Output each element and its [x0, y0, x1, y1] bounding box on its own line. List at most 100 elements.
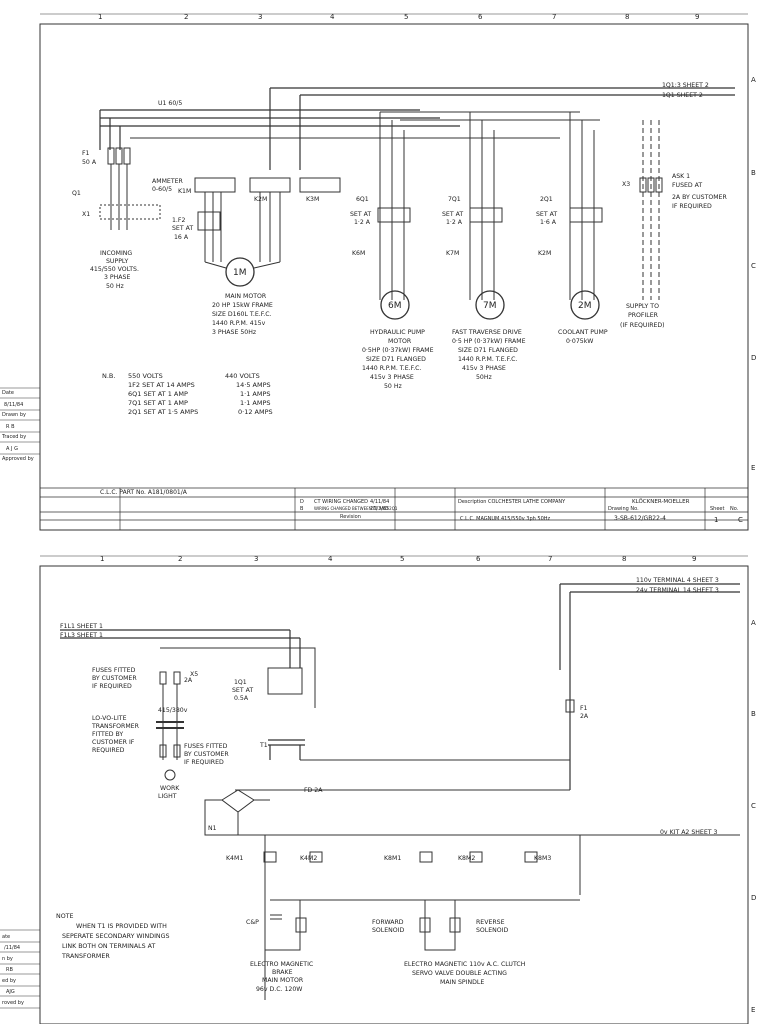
of-value: C: [738, 516, 743, 524]
ref-f1l1: F1L1 SHEET 1: [60, 623, 103, 630]
ammeter-label: AMMETER: [152, 178, 184, 185]
note-head: NOTE: [56, 913, 74, 920]
fast-q-label: 7Q1: [448, 196, 461, 203]
col-6-s2: 6: [476, 555, 481, 563]
coolant-2: 0·075kW: [566, 338, 593, 345]
s2-side-date: /11/84: [4, 945, 20, 951]
row-b-s2: B: [751, 710, 756, 718]
fuses-top-1: FUSES FITTED: [92, 667, 136, 674]
ref-top-1: 1Q1:3 SHEET 2: [662, 82, 709, 89]
company: COLCHESTER LATHE COMPANY: [488, 499, 566, 505]
nb-row2-a: 6Q1 SET AT 1 AMP: [128, 390, 188, 398]
hyd-k-label: K6M: [352, 250, 365, 257]
col-1-s2: 1: [100, 555, 104, 563]
q1-setat-s2: SET AT: [232, 687, 253, 694]
sheet-number: 1: [714, 516, 718, 524]
work-light-2: LIGHT: [158, 793, 177, 800]
row-c: C: [751, 262, 756, 270]
brand: KLÖCKNER-MOELLER: [632, 498, 690, 505]
main-motor-4: 1440 R.P.M. 415v: [212, 320, 266, 327]
rev-b-note: WIRING CHANGED BETWEEN F1 AND 2Q1: [314, 506, 398, 511]
cool-q-rating: 1·6 A: [540, 219, 557, 226]
ref-f1l3: F1L3 SHEET 1: [60, 632, 103, 639]
k2m-label: K2M: [254, 196, 267, 203]
f2-setat: SET AT: [172, 225, 193, 232]
side-traced: A J G: [6, 446, 18, 452]
fuses-bottom-2: BY CUSTOMER: [184, 751, 229, 758]
hyd-q-label: 6Q1: [356, 196, 369, 203]
incoming-1: INCOMING: [100, 250, 132, 257]
fast-motor-3: SIZE D71 FLANGED: [458, 347, 518, 354]
incoming-5: 50 Hz: [106, 283, 124, 290]
nb-row1-b: 14·5 AMPS: [236, 381, 271, 389]
hyd-motor-3: 0·5HP (0·37kW) FRAME: [362, 347, 434, 354]
note-4: TRANSFORMER: [61, 953, 110, 960]
nb-col2: 440 VOLTS: [225, 372, 260, 380]
row-c-s2: C: [751, 802, 756, 810]
transformer-3: FITTED BY: [92, 731, 123, 738]
row-d: D: [751, 354, 756, 362]
hyd-motor-6: 415v 3 PHASE: [370, 374, 414, 381]
n1-label: N1: [208, 825, 217, 832]
sheet-1: [0, 13, 749, 531]
col-9-s2: 9: [692, 555, 696, 563]
col-7: 7: [552, 13, 556, 21]
k4m1-label: K4M1: [226, 855, 243, 862]
forward-1: FORWARD: [372, 919, 404, 926]
q1-label-s2: 1Q1: [234, 679, 247, 686]
fast-motor-5: 415v 3 PHASE: [462, 365, 506, 372]
col-2: 2: [184, 13, 188, 21]
profiler-2: PROFILER: [628, 312, 659, 319]
q1-rating-s2: 0.5A: [234, 695, 249, 702]
side-traced-label: Traced by: [1, 434, 26, 440]
f1-rating-s2: 2A: [580, 713, 589, 720]
nb-row4-b: 0·12 AMPS: [238, 408, 273, 416]
nb-row2-b: 1·1 AMPS: [240, 390, 271, 398]
hyd-motor-5: 1440 R.P.M. T.E.F.C.: [362, 365, 422, 372]
fast-motor-4: 1440 R.P.M. T.E.F.C.: [458, 356, 518, 363]
ask-3: 2A BY CUSTOMER: [672, 194, 727, 201]
fuse-2a-label: 2A: [184, 677, 193, 684]
reverse-1: REVERSE: [476, 919, 505, 926]
s2-side-traced-label: ed by: [2, 978, 16, 984]
cap-label: C&P: [246, 919, 259, 926]
brake-2: BRAKE: [272, 969, 293, 976]
main-motor-1: MAIN MOTOR: [225, 293, 267, 300]
col-4-s2: 4: [328, 555, 333, 563]
f2-rating: 16 A: [174, 234, 189, 241]
col-4: 4: [330, 13, 335, 21]
part-number: C.L.C. PART No. A181/0801/A: [100, 489, 188, 496]
k8m3-label: K8M3: [534, 855, 551, 862]
hyd-q-rating: 1·2 A: [354, 219, 371, 226]
row-a-s2: A: [751, 619, 756, 627]
ask-1: ASK 1: [672, 173, 690, 180]
sheet-2-grid: 1 2 3 4 5 6 7 8 9 A B C D E: [100, 555, 756, 1014]
nb-row3-b: 1·1 AMPS: [240, 399, 271, 407]
u1-label: U1 60/5: [158, 100, 182, 107]
note-2: SEPERATE SECONDARY WINDINGS: [62, 933, 170, 940]
sheet-2: [0, 555, 749, 1024]
revision-label: Revision: [340, 514, 361, 520]
cool-motor-symbol: 2M: [578, 301, 592, 311]
side-approved-label: Approved by: [2, 456, 34, 462]
brake-4: 96v D.C. 120W: [256, 986, 302, 993]
row-a: A: [751, 76, 756, 84]
incoming-4: 3 PHASE: [104, 274, 130, 281]
cool-q-label: 2Q1: [540, 196, 553, 203]
row-e-s2: E: [751, 1006, 755, 1014]
product: C.L.C. MAGNUM 415/550v 3ph 50Hz: [460, 516, 551, 522]
transformer-1: LO-VO-LITE: [92, 715, 127, 722]
f1-label: F1: [82, 150, 90, 157]
hyd-motor-7: 50 Hz: [384, 383, 402, 390]
fast-motor-symbol: 7M: [483, 301, 497, 311]
brake-1: ELECTRO MAGNETIC: [250, 961, 313, 968]
nb-col1: 550 VOLTS: [128, 372, 163, 380]
of-label: No.: [730, 506, 739, 512]
cool-q-setat: SET AT: [536, 211, 557, 218]
fast-motor-1: FAST TRAVERSE DRIVE: [452, 329, 522, 336]
transformer-5: REQUIRED: [92, 747, 125, 754]
sheet-1-grid: 1 2 3 4 5 6 7 8 9 A B C D E: [98, 13, 756, 472]
s2-side-traced: AJG: [6, 989, 15, 995]
s2-side-drawn: RB: [6, 967, 13, 973]
col-8-s2: 8: [622, 555, 626, 563]
